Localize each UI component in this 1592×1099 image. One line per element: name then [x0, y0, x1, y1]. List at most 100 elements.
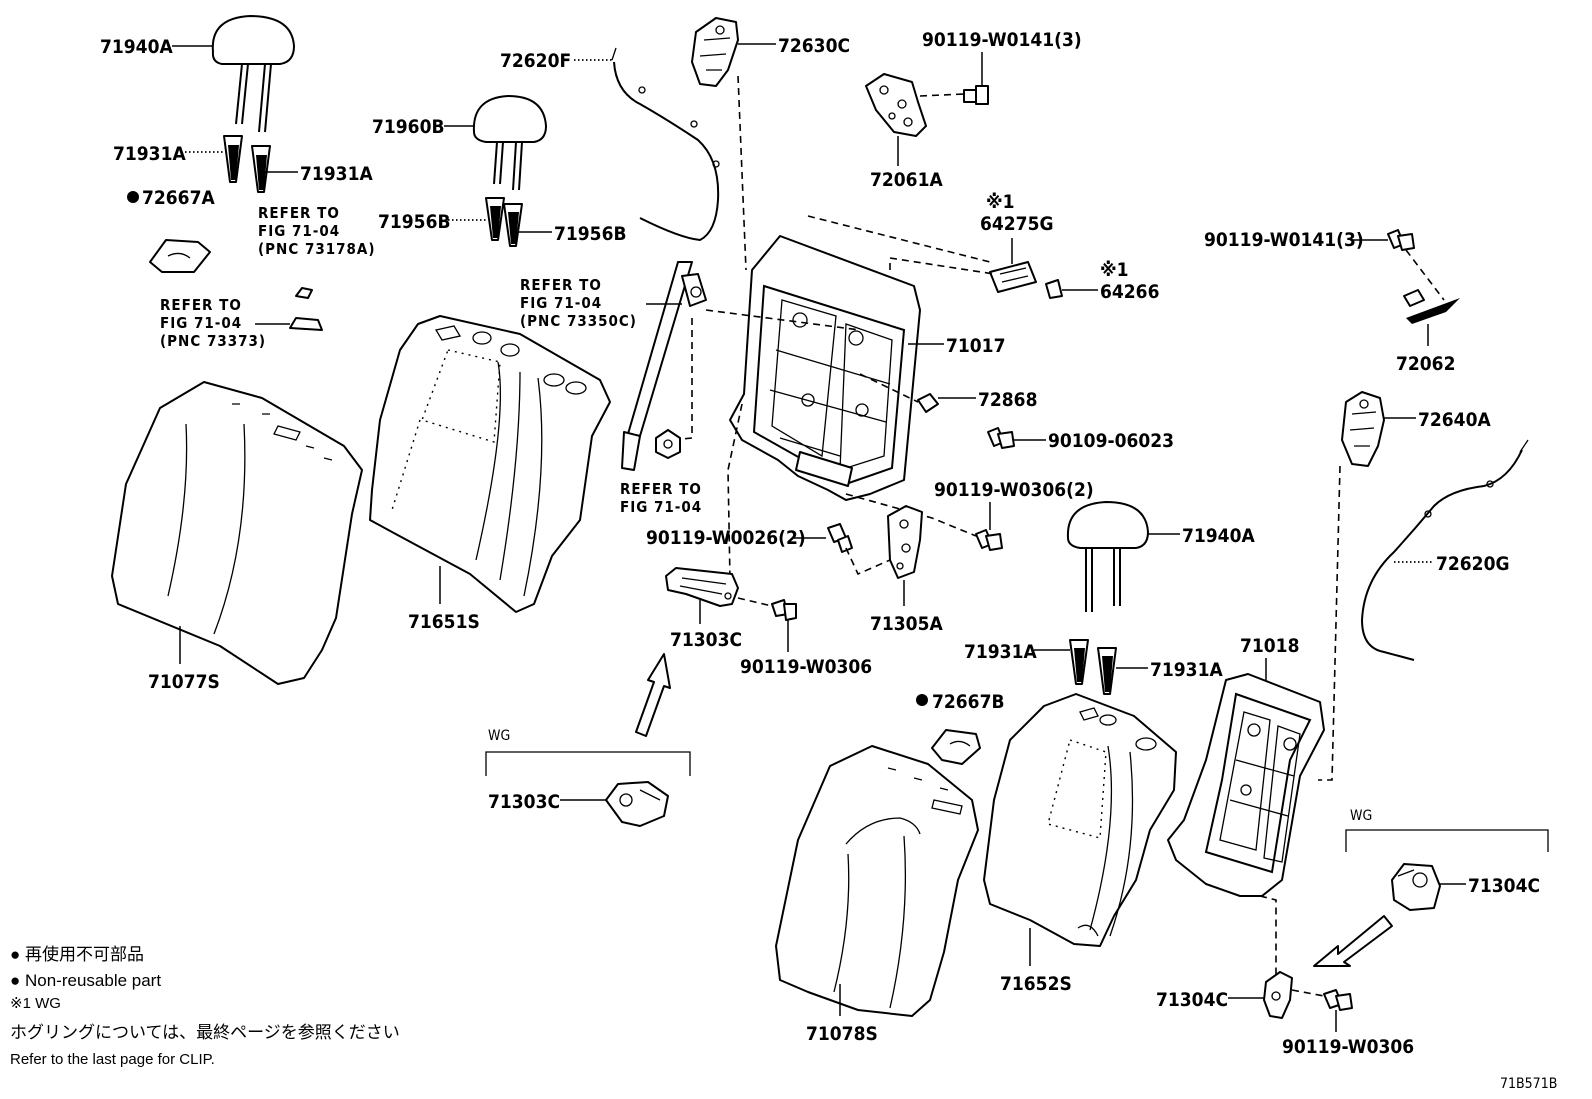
- headrest-71960B[interactable]: [472, 95, 547, 191]
- non-reusable-dot-72667A: [127, 191, 139, 203]
- label-71652S: 71652S: [1000, 973, 1072, 995]
- legend-line-4: ホグリングについては、最終ページを参照ください: [10, 1023, 400, 1042]
- label-71931A-left-1: 71931A: [113, 143, 186, 165]
- nut-refer[interactable]: [655, 429, 681, 459]
- switch-64275G[interactable]: [989, 261, 1037, 293]
- note-mark-64275G: ※1: [986, 191, 1015, 213]
- label-64275G: 64275G: [980, 213, 1054, 235]
- label-72620G: 72620G: [1436, 553, 1510, 575]
- seatbelt-strap[interactable]: [621, 261, 707, 471]
- diagram-id: 71B571B: [1500, 1076, 1557, 1092]
- cable-72620G[interactable]: [1360, 439, 1529, 661]
- svg-text:FIG 71-04: FIG 71-04: [620, 498, 702, 516]
- legend-line-2: ● Non-reusable part: [10, 971, 161, 990]
- direction-arrow-left: [635, 653, 671, 737]
- label-64266: 64266: [1100, 281, 1159, 303]
- label-71956B-1: 71956B: [378, 211, 451, 233]
- lock-72630C[interactable]: [691, 17, 739, 87]
- bolt-90119-W0141-top[interactable]: [963, 85, 989, 105]
- guide-71931A-left[interactable]: [223, 135, 243, 183]
- bolt-90119-W0141-right[interactable]: [1387, 229, 1415, 251]
- cover-72062[interactable]: [1403, 289, 1460, 324]
- svg-text:(PNC 73178A): (PNC 73178A): [258, 240, 376, 258]
- label-72667A: 72667A: [142, 187, 215, 209]
- seatback-cover-71078S[interactable]: [775, 745, 979, 1017]
- bracket-71304C-wg[interactable]: [1391, 863, 1441, 911]
- bracket-72667B[interactable]: [931, 729, 981, 765]
- seatback-pad-71652S[interactable]: [983, 693, 1177, 947]
- bracket-71304C[interactable]: [1263, 971, 1293, 1019]
- legend-line-1: ● 再使用不可部品: [10, 944, 144, 964]
- clip-73373[interactable]: [289, 317, 323, 331]
- label-71078S: 71078S: [806, 1023, 878, 1045]
- bracket-72667A[interactable]: [149, 239, 211, 273]
- label-71303C-wg: 71303C: [488, 791, 560, 813]
- label-71077S: 71077S: [148, 671, 220, 693]
- label-71651S: 71651S: [408, 611, 480, 633]
- guide-71931A-right-1[interactable]: [1069, 639, 1089, 685]
- guide-71931A-right-2[interactable]: [1097, 647, 1117, 695]
- hinge-71305A[interactable]: [887, 505, 923, 579]
- seatback-cover-71077S[interactable]: [111, 381, 363, 685]
- legend-line-3: ※1 WG: [10, 995, 61, 1012]
- svg-text:FIG 71-04: FIG 71-04: [258, 222, 340, 240]
- svg-text:REFER TO: REFER TO: [520, 276, 602, 294]
- label-90119-W0306-2: 90119-W0306(2): [934, 479, 1094, 501]
- wg-group-left: WG: [485, 728, 691, 776]
- svg-text:REFER TO: REFER TO: [620, 480, 702, 498]
- svg-text:FIG 71-04: FIG 71-04: [160, 314, 242, 332]
- refer-fig-71-04: REFER TO FIG 71-04: [620, 480, 702, 516]
- label-71304C: 71304C: [1156, 989, 1228, 1011]
- label-72640A: 72640A: [1418, 409, 1491, 431]
- lock-72640A[interactable]: [1341, 391, 1385, 467]
- bracket-71303C[interactable]: [665, 567, 739, 607]
- guide-71931A-right[interactable]: [251, 145, 271, 193]
- svg-text:REFER TO: REFER TO: [160, 296, 242, 314]
- bolt-90119-W0306-2[interactable]: [975, 529, 1003, 551]
- hinge-72061A[interactable]: [865, 73, 927, 137]
- frame-71017[interactable]: [729, 235, 921, 501]
- headrest-71940A-right[interactable]: [1066, 501, 1149, 612]
- bracket-71303C-wg[interactable]: [605, 781, 669, 827]
- refer-73350C: REFER TO FIG 71-04 (PNC 73350C): [520, 276, 636, 330]
- cable-72620F[interactable]: [611, 47, 720, 242]
- label-71931A-right-1: 71931A: [964, 641, 1037, 663]
- svg-text:(PNC 73373): (PNC 73373): [160, 332, 266, 350]
- label-71956B-2: 71956B: [554, 223, 627, 245]
- svg-text:REFER TO: REFER TO: [258, 204, 340, 222]
- label-71931A-right-2: 71931A: [1150, 659, 1223, 681]
- guide-71956B-left[interactable]: [485, 197, 505, 241]
- label-72630C: 72630C: [778, 35, 850, 57]
- label-72062: 72062: [1396, 353, 1455, 375]
- label-71305A: 71305A: [870, 613, 943, 635]
- seatback-pad-71651S[interactable]: [369, 315, 611, 613]
- frame-71018[interactable]: [1167, 673, 1325, 897]
- label-71303C: 71303C: [670, 629, 742, 651]
- headrest-71940A-top[interactable]: [211, 15, 295, 133]
- svg-text:WG: WG: [1350, 808, 1372, 824]
- label-71940A-top: 71940A: [100, 36, 173, 58]
- label-90119-W0306-right: 90119-W0306: [1282, 1036, 1414, 1058]
- clip-72868[interactable]: [917, 393, 939, 413]
- svg-text:WG: WG: [488, 728, 510, 744]
- clip-73178A[interactable]: [295, 287, 313, 299]
- label-71960B: 71960B: [372, 116, 445, 138]
- connector-64266[interactable]: [1045, 279, 1063, 299]
- bolt-90109-06023[interactable]: [987, 427, 1015, 449]
- label-90119-W0141-top: 90119-W0141(3): [922, 29, 1082, 51]
- bolt-90119-W0026-2[interactable]: [827, 523, 853, 553]
- label-90119-W0026-2: 90119-W0026(2): [646, 527, 806, 549]
- label-71940A-right: 71940A: [1182, 525, 1255, 547]
- bolt-90119-W0306-mid[interactable]: [771, 599, 797, 621]
- bolt-90119-W0306-right[interactable]: [1323, 989, 1353, 1011]
- label-71017: 71017: [946, 335, 1005, 357]
- legend: ● 再使用不可部品 ● Non-reusable part ※1 WG ホグリン…: [10, 944, 400, 1068]
- label-71018: 71018: [1240, 635, 1299, 657]
- note-mark-64266: ※1: [1100, 259, 1129, 281]
- label-72667B: 72667B: [932, 691, 1005, 713]
- label-72620F: 72620F: [500, 50, 571, 72]
- label-71304C-wg: 71304C: [1468, 875, 1540, 897]
- label-71931A-left-2: 71931A: [300, 163, 373, 185]
- label-90109-06023: 90109-06023: [1048, 430, 1174, 452]
- guide-71956B-right[interactable]: [503, 203, 523, 247]
